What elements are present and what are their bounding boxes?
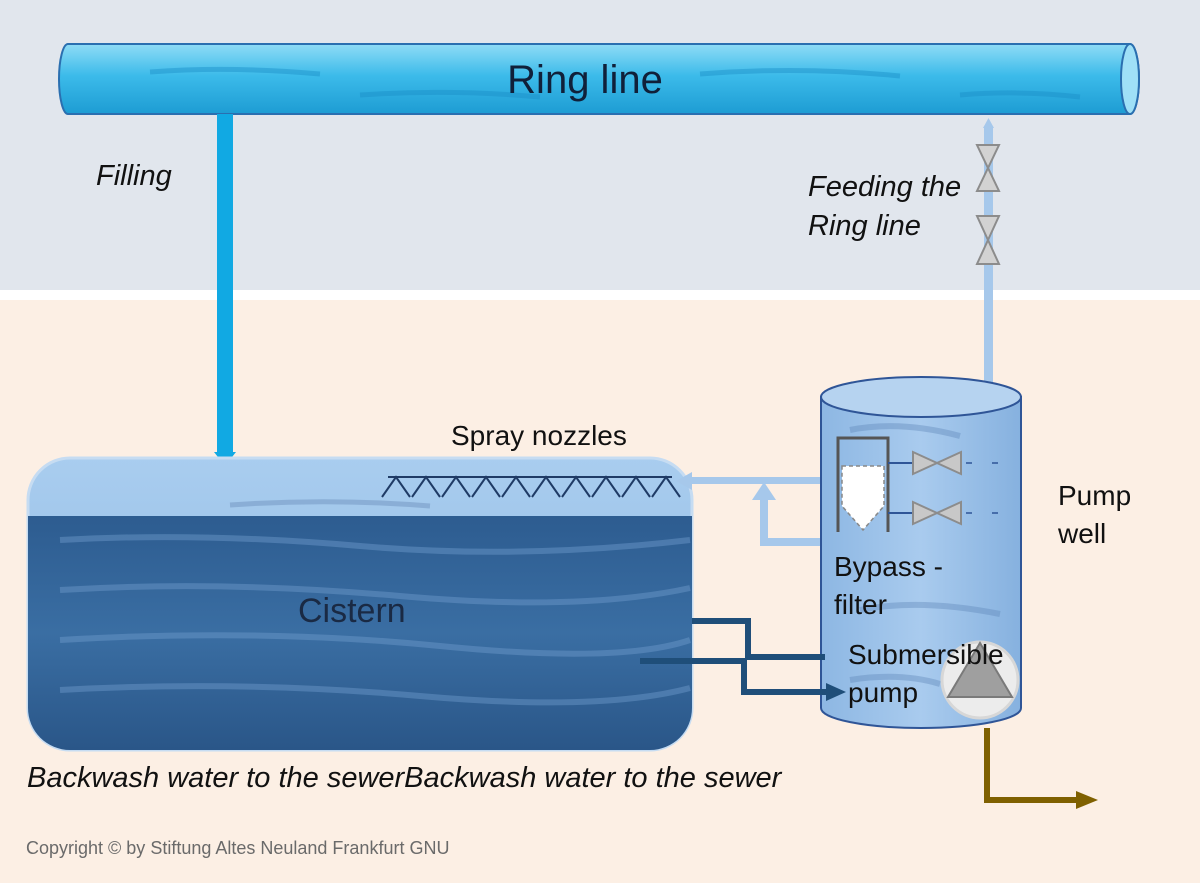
- riser-valve-upper: [975, 144, 1001, 192]
- filter-valve-upper: [888, 450, 998, 476]
- submersible-pump: [940, 640, 1020, 720]
- bypass-return-pipe: [676, 472, 844, 546]
- bypass-filter-label: Bypass -filter: [834, 551, 943, 620]
- bypass-filter: [836, 436, 890, 532]
- filter-valve-lower: [888, 500, 998, 526]
- copyright-notice: Copyright © by Stiftung Altes Neuland Fr…: [26, 838, 450, 858]
- riser-valve-lower: [975, 215, 1001, 265]
- separator-band: [0, 290, 1200, 300]
- spray-nozzles-label: Spray nozzles: [451, 420, 627, 451]
- spray-nozzle-bar: [381, 475, 681, 498]
- backwash-label: Backwash water to the sewerBackwash wate…: [27, 762, 782, 794]
- cistern-tank: [26, 456, 694, 752]
- cistern-outlet-pipe: [640, 618, 846, 701]
- backwash-pipe: [984, 728, 1098, 809]
- ring-line-pipe: [58, 43, 1140, 115]
- cistern-label: Cistern: [298, 592, 406, 630]
- pump-well-label: Pump well: [1058, 480, 1132, 549]
- filling-arrow: [214, 114, 236, 466]
- submersible-pump-label: Submersible pump: [848, 639, 1004, 708]
- ring-line-label: Ring line: [507, 58, 663, 102]
- filling-label: Filling: [96, 160, 172, 192]
- feeding-ring-line-label: Feeding the Ring line: [808, 171, 962, 242]
